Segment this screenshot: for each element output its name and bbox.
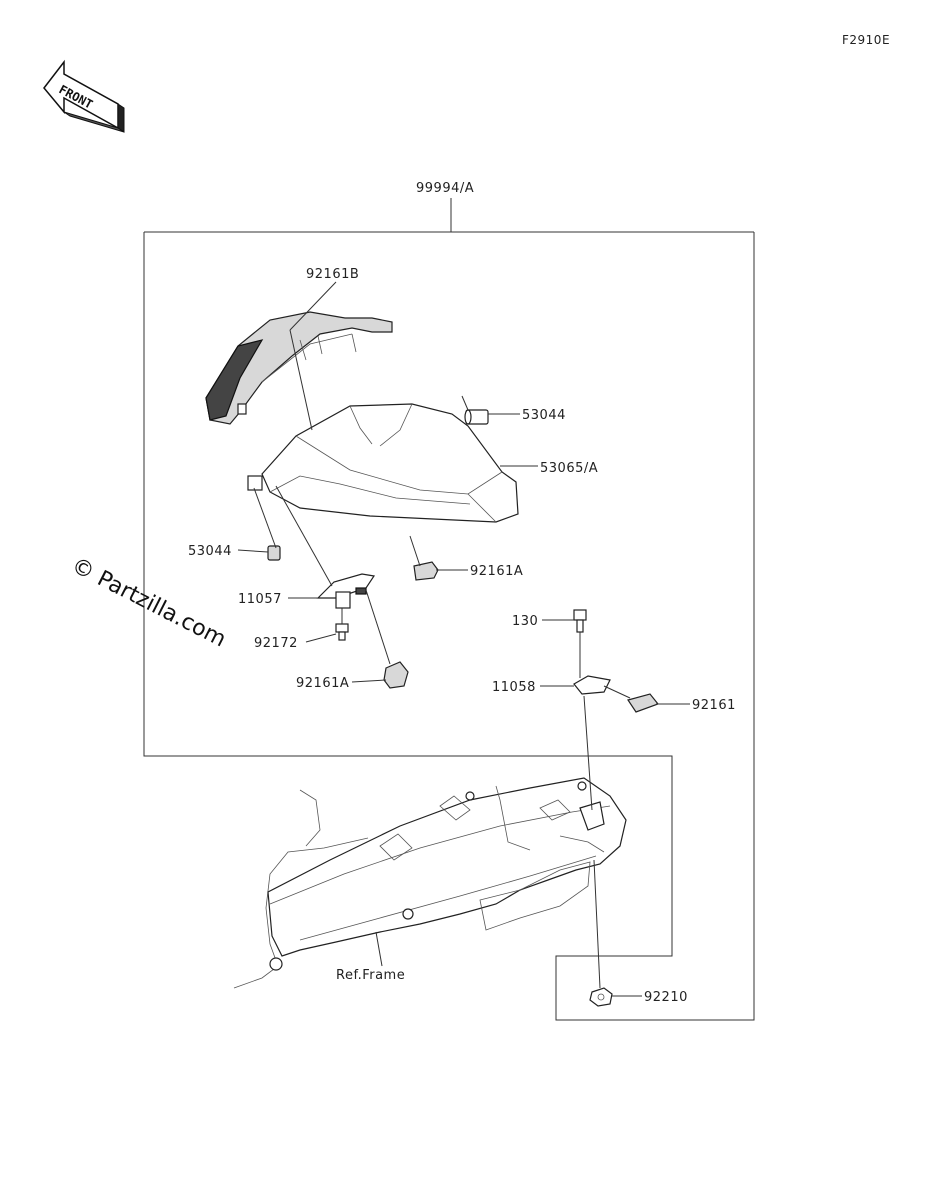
label-damper-top: 53044 <box>522 408 566 423</box>
bolt-left-part <box>335 623 349 641</box>
label-cover-bracket: 92161B <box>306 267 359 282</box>
damper-bottom-part <box>383 661 409 689</box>
label-ref-frame: Ref.Frame <box>336 968 405 983</box>
label-nut: 92210 <box>644 990 688 1005</box>
watermark-text: © Partzilla.com <box>67 553 230 652</box>
label-bracket-right: 11058 <box>492 680 536 695</box>
label-damper-mid: 92161A <box>470 564 523 579</box>
damper-right-part <box>627 693 659 713</box>
front-arrow-icon: FRONT <box>43 59 125 133</box>
label-bolt-right: 130 <box>512 614 538 629</box>
label-seat-cover: 53065/A <box>540 461 598 476</box>
nut-part <box>589 987 613 1007</box>
cover-bracket-part <box>205 311 393 425</box>
damper-mid-part <box>413 561 439 581</box>
label-damper-bottom: 92161A <box>296 676 349 691</box>
label-damper-left: 53044 <box>188 544 232 559</box>
reference-frame-part <box>233 777 627 989</box>
label-damper-right: 92161 <box>692 698 736 713</box>
label-bolt-left: 92172 <box>254 636 298 651</box>
bracket-left-part <box>316 573 376 609</box>
damper-left-part <box>267 545 281 561</box>
bolt-right-part <box>573 609 587 633</box>
damper-top-part <box>464 409 489 425</box>
label-bracket-left: 11057 <box>238 592 282 607</box>
label-assembly: 99994/A <box>416 181 474 196</box>
seat-cover-part <box>247 403 519 523</box>
figure-id: F2910E <box>842 33 890 47</box>
assembly-box <box>143 198 755 1021</box>
leader-lines <box>237 281 690 997</box>
bracket-right-part <box>573 675 611 695</box>
